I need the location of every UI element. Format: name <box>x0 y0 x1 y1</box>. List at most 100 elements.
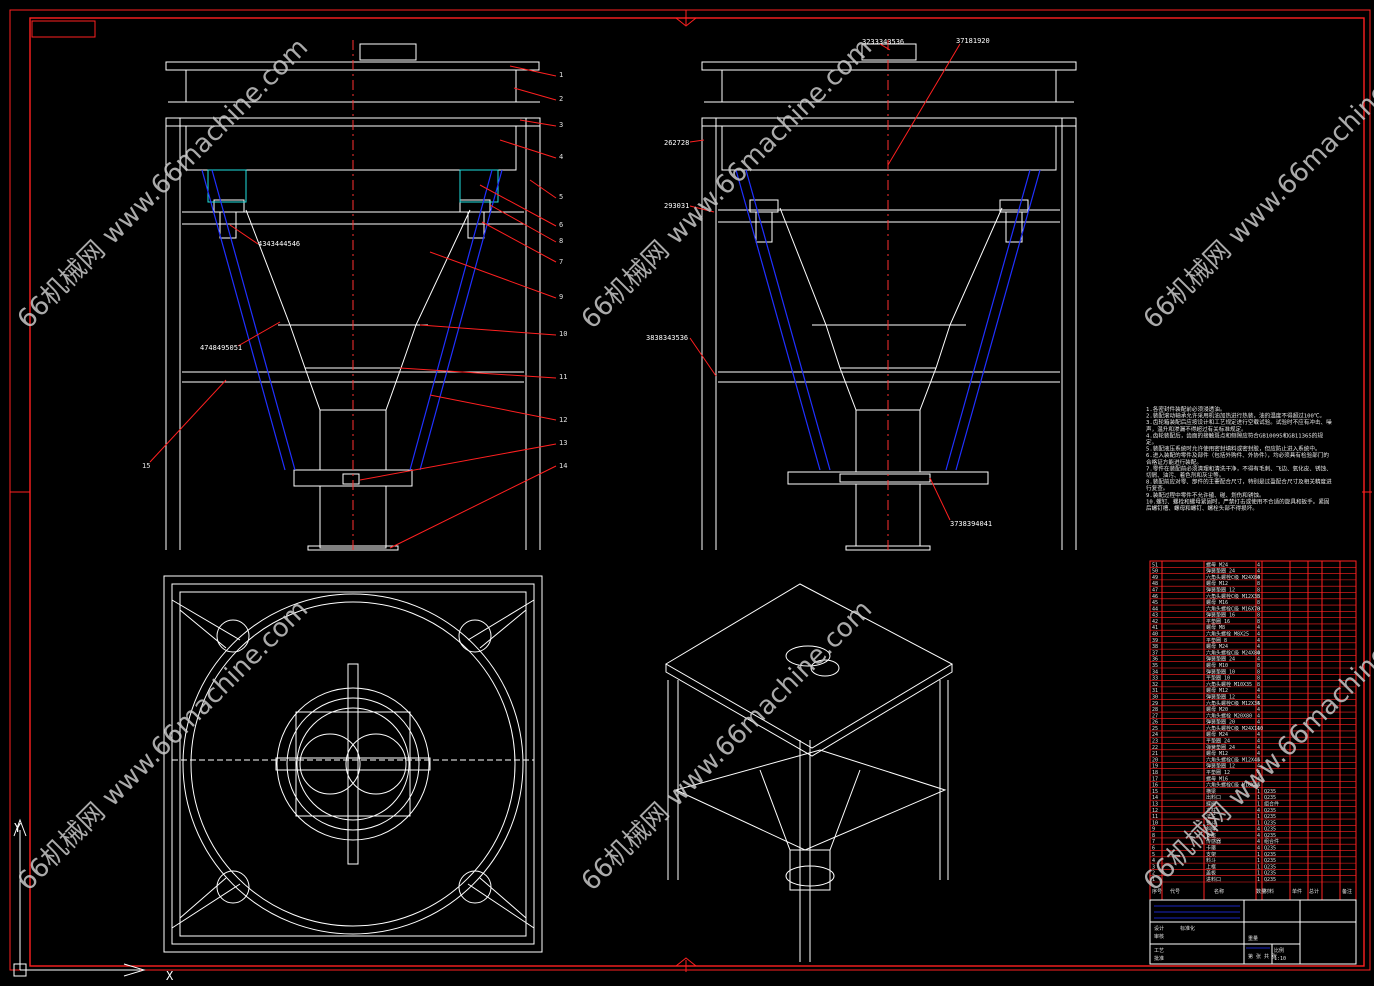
part-number: 13 <box>559 439 567 447</box>
bom-material: Q235 <box>1264 871 1276 877</box>
tb-sheet: 第 张 共 张 <box>1248 953 1277 960</box>
tb-scale: 1:10 <box>1274 956 1286 962</box>
bom-qty: 4 <box>1257 707 1260 713</box>
bom-material: 组合件 <box>1264 838 1279 845</box>
technical-requirements-notes: 1.各密封件装配前必须浸透油。2.装配滚动轴承允许采用机油加热进行热装，油的温度… <box>1146 405 1332 512</box>
bom-no: 18 <box>1152 770 1158 776</box>
bom-qty: 1 <box>1257 795 1260 801</box>
bom-name: 六角头螺栓C级 M12X35 <box>1206 700 1260 707</box>
bom-qty: 4 <box>1257 575 1260 581</box>
bom-qty: 4 <box>1257 833 1260 839</box>
bom-name: 六角头螺栓 M10X35 <box>1206 681 1252 688</box>
bom-no: 28 <box>1152 707 1158 713</box>
bom-header: 总计 <box>1309 888 1319 895</box>
bom-no: 41 <box>1152 625 1158 631</box>
part-number: 6 <box>559 221 563 229</box>
bom-no: 39 <box>1152 638 1158 644</box>
bom-qty: 8 <box>1257 676 1260 682</box>
note-line: 行复查。 <box>1146 484 1168 492</box>
bom-header: 材料 <box>1264 888 1274 895</box>
side-view-leaders <box>689 43 961 521</box>
part-number: 8 <box>559 237 563 245</box>
bom-no: 10 <box>1152 820 1158 826</box>
bom-name: 平垫圈 24 <box>1206 738 1230 745</box>
bom-name: 弹簧垫圈 10 <box>1206 668 1235 675</box>
bom-no: 34 <box>1152 669 1158 675</box>
part-number: 2 <box>559 95 563 103</box>
bom-name: 六角头螺栓 M20X80 <box>1206 712 1252 719</box>
bom-qty: 4 <box>1257 644 1260 650</box>
bom-name: 六角头螺栓C级 M24X80 <box>1206 649 1260 656</box>
bom-qty: 1 <box>1257 820 1260 826</box>
bom-no: 13 <box>1152 801 1158 807</box>
side-label-1: 3233343536 <box>862 38 904 46</box>
bom-name: 斜撑 <box>1206 826 1216 833</box>
bom-qty: 4 <box>1257 739 1260 745</box>
bom-qty: 4 <box>1257 751 1260 757</box>
bom-qty: 4 <box>1257 770 1260 776</box>
note-line: 7.零件在装配前必须清理和清洗干净，不得有毛刺、飞边、氧化皮、锈蚀、 <box>1146 464 1332 472</box>
side-label-5: 3838343536 <box>646 334 688 342</box>
bom-no: 50 <box>1152 569 1158 575</box>
note-line: 切屑、油污、着色剂和灰尘等。 <box>1146 471 1224 479</box>
bom-name: 传感器 <box>1206 838 1221 845</box>
top-plan-view <box>163 575 543 953</box>
side-label-3: 262728 <box>664 139 689 147</box>
tb-role-2: 审核 <box>1154 933 1164 940</box>
note-line: 声，温升和渗漏不得超过有关标准规定。 <box>1146 425 1247 433</box>
bom-qty: 4 <box>1257 701 1260 707</box>
bom-no: 30 <box>1152 694 1158 700</box>
part-number: 7 <box>559 258 563 266</box>
bom-name: 弹簧垫圈 12 <box>1206 693 1235 700</box>
bom-name: 螺母 M16 <box>1206 775 1228 782</box>
bom-no: 37 <box>1152 650 1158 656</box>
bom-header: 备注 <box>1342 888 1352 895</box>
bom-name: 螺母 M8 <box>1206 624 1225 631</box>
note-line: 合格证方能进行装配。 <box>1146 458 1202 466</box>
bom-qty: 1 <box>1257 789 1260 795</box>
bom-name: 弹簧垫圈 20 <box>1206 719 1235 726</box>
bom-qty: 1 <box>1257 858 1260 864</box>
note-line: 8.装配前应对零、部件的主要配合尺寸，特别是过盈配合尺寸及相关精度进 <box>1146 478 1332 486</box>
bom-name: 进料口 <box>1206 876 1221 883</box>
bom-qty: 8 <box>1257 619 1260 625</box>
front-view-leaders <box>149 65 557 549</box>
bom-no: 1 <box>1152 877 1155 883</box>
note-line: 后螺钉槽、螺母和螺钉、螺栓头部不得损坏。 <box>1146 504 1258 512</box>
bom-name: 螺母 M12 <box>1206 580 1228 587</box>
bom-qty: 4 <box>1257 827 1260 833</box>
bom-material: Q235 <box>1264 864 1276 870</box>
bom-no: 8 <box>1152 833 1155 839</box>
part-number: 3 <box>559 121 563 129</box>
bom-no: 5 <box>1152 852 1155 858</box>
bom-no: 51 <box>1152 562 1158 568</box>
svg-text:Y: Y <box>14 821 22 835</box>
bom-name: 上框 <box>1206 863 1216 870</box>
bom-name: 弹簧垫圈 12 <box>1206 586 1235 593</box>
bom-no: 44 <box>1152 606 1158 612</box>
bom-no: 6 <box>1152 846 1155 852</box>
bom-no: 23 <box>1152 739 1158 745</box>
bom-no: 16 <box>1152 783 1158 789</box>
bom-qty: 4 <box>1257 625 1260 631</box>
bom-qty: 4 <box>1257 776 1260 782</box>
note-line: 2.装配滚动轴承允许采用机油加热进行热装，油的温度不得超过100℃。 <box>1146 412 1325 420</box>
bom-name: 平垫圈 16 <box>1206 618 1230 625</box>
bom-no: 7 <box>1152 839 1155 845</box>
bom-name: 法兰 <box>1206 813 1216 820</box>
bom-name: 螺母 M24 <box>1206 731 1228 738</box>
bom-no: 33 <box>1152 676 1158 682</box>
bom-name: 六角头螺栓C级 M12X45 <box>1206 756 1260 763</box>
bom-qty: 8 <box>1257 663 1260 669</box>
bom-qty: 4 <box>1257 846 1260 852</box>
bom-qty: 4 <box>1257 688 1260 694</box>
bom-no: 36 <box>1152 657 1158 663</box>
front-label-2: 4748495051 <box>200 344 242 352</box>
bom-material: Q235 <box>1264 833 1276 839</box>
bom-no: 45 <box>1152 600 1158 606</box>
note-line: 5.装配液压系统时允许使用密封填料或密封胶，但应防止进入系统中。 <box>1146 445 1321 453</box>
bom-no: 29 <box>1152 701 1158 707</box>
bom-qty: 4 <box>1257 783 1260 789</box>
